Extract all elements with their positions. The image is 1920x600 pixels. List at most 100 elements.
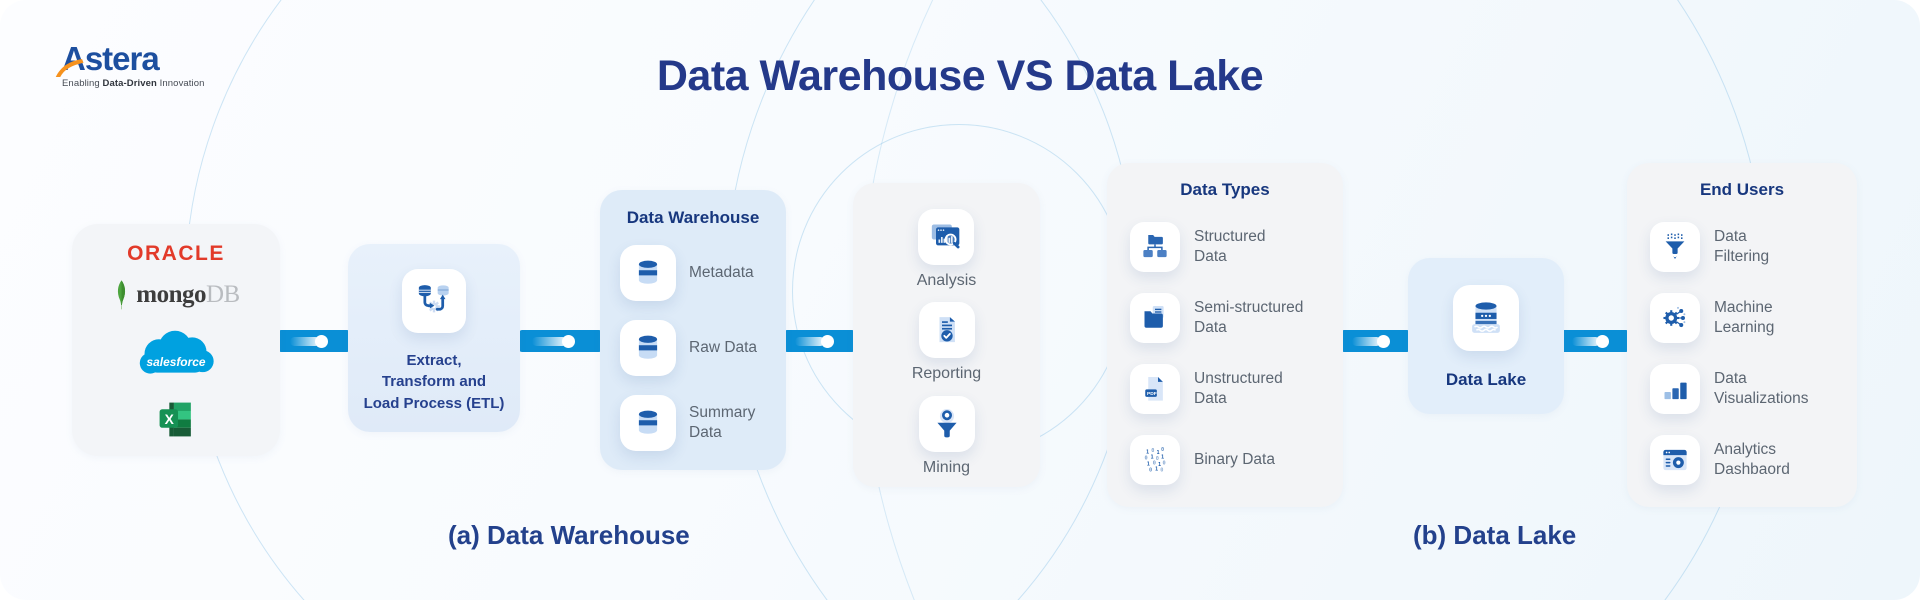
mining-icon [936, 408, 957, 438]
icon-tile [918, 209, 975, 265]
icon-tile [1650, 364, 1700, 414]
icon-tile [620, 395, 676, 451]
data-warehouse-row: Metadata [620, 245, 786, 301]
mongodb-suffix: DB [206, 281, 240, 309]
data-warehouse-panel: Data Warehouse Metadata [600, 190, 786, 470]
icon-tile [1650, 222, 1700, 272]
machine-learning-icon [1663, 306, 1686, 328]
icon-tile [1130, 222, 1180, 272]
data-type-row: Semi-structured Data [1130, 293, 1343, 343]
svg-text:0: 0 [1160, 467, 1163, 473]
flow-connector [784, 330, 855, 352]
icon-tile [620, 320, 676, 376]
flow-connector [519, 330, 602, 352]
process-label: Reporting [911, 365, 982, 383]
processes-panel: Analysis Reporting [853, 183, 1040, 487]
data-warehouse-row: Summary Data [620, 395, 786, 451]
end-user-row: Analytics Dashbaord [1650, 435, 1857, 485]
svg-text:1: 1 [1146, 449, 1149, 455]
caption-data-warehouse: (a) Data Warehouse [448, 520, 690, 550]
svg-text:0: 0 [1145, 455, 1148, 461]
analysis-icon [932, 224, 960, 249]
connector-trail [289, 336, 320, 346]
oracle-logo: ORACLE [127, 242, 225, 265]
flow-connector [1341, 330, 1410, 352]
data-filtering-icon [1665, 233, 1685, 259]
process-item: Mining [918, 395, 975, 478]
icon-tile [1650, 293, 1700, 343]
etl-panel: Extract, Transform and Load Process (ETL… [348, 244, 520, 432]
row-label: Summary Data [689, 404, 756, 441]
salesforce-wordmark: salesforce [147, 355, 206, 369]
flow-connector [278, 330, 350, 352]
svg-text:0: 0 [1161, 447, 1164, 453]
data-warehouse-title: Data Warehouse [626, 208, 760, 227]
connector-dot [562, 334, 576, 348]
mongodb-leaf-icon [118, 280, 126, 310]
icon-tile: PDF [1130, 364, 1180, 414]
end-users-panel: End Users [1627, 163, 1857, 507]
caption-data-lake: (b) Data Lake [1413, 520, 1577, 550]
icon-tile [1453, 285, 1519, 351]
icon-tile [1130, 293, 1180, 343]
data-lake-icon [1472, 302, 1500, 333]
svg-text:0: 0 [1156, 456, 1159, 462]
row-label: Structured Data [1194, 228, 1266, 265]
astera-swoosh-icon [55, 59, 84, 77]
process-item: Analysis [917, 209, 976, 291]
database-icon [638, 260, 658, 284]
row-label: Data Visualizations [1714, 370, 1809, 407]
connector-dot [820, 334, 834, 348]
etl-label: Extract, Transform and Load Process (ETL… [363, 352, 505, 412]
data-lake-title: Data Lake [1445, 370, 1527, 389]
connector-trail [1571, 336, 1601, 346]
excel-letter: X [164, 411, 174, 427]
connector-dot [1376, 334, 1390, 348]
svg-text:0: 0 [1153, 461, 1156, 467]
salesforce-logo: salesforce [139, 330, 214, 374]
end-user-row: Data Filtering [1650, 222, 1857, 272]
mongodb-wordmark: mongo [136, 281, 206, 309]
svg-text:0: 0 [1163, 461, 1166, 467]
icon-tile [620, 245, 676, 301]
astera-tagline: Enabling Data-Driven Innovation [62, 78, 205, 89]
row-label: Raw Data [689, 339, 758, 357]
connector-trail [532, 336, 568, 346]
analytics-dashboard-icon [1663, 449, 1687, 471]
row-label: Binary Data [1194, 451, 1275, 469]
end-users-title: End Users [1699, 180, 1785, 199]
mongodb-logo: mongoDB [112, 279, 240, 311]
process-item: Reporting [912, 302, 981, 384]
row-label: Semi-structured Data [1194, 299, 1304, 336]
row-label: Unstructured Data [1194, 370, 1283, 407]
svg-text:1: 1 [1158, 462, 1161, 468]
svg-text:1: 1 [1161, 455, 1164, 461]
astera-logo: Astera Enabling Data-Driven Innovation [55, 40, 252, 89]
database-icon [638, 410, 658, 434]
astera-wordmark: Astera [55, 40, 252, 77]
data-types-title: Data Types [1180, 180, 1270, 199]
row-label: Analytics Dashbaord [1714, 441, 1790, 478]
connector-dot [1596, 334, 1610, 348]
svg-text:0: 0 [1151, 448, 1154, 454]
database-icon [638, 335, 658, 359]
icon-tile [918, 302, 975, 359]
data-visualizations-icon [1664, 382, 1687, 400]
astera-brand-text: Astera [62, 40, 160, 77]
flow-connector [1561, 330, 1629, 352]
svg-text:1: 1 [1147, 461, 1150, 467]
data-types-panel: Data Types Structured Data [1107, 163, 1343, 507]
sources-panel: ORACLE mongoDB salesforce [72, 224, 280, 456]
etl-pipeline-icon [418, 285, 449, 313]
data-lake-panel: Data Lake [1408, 258, 1564, 414]
pdf-badge: PDF [1147, 391, 1157, 397]
connector-trail [1352, 336, 1381, 346]
icon-tile [918, 395, 975, 452]
reporting-icon [939, 317, 955, 343]
process-label: Mining [922, 458, 971, 476]
